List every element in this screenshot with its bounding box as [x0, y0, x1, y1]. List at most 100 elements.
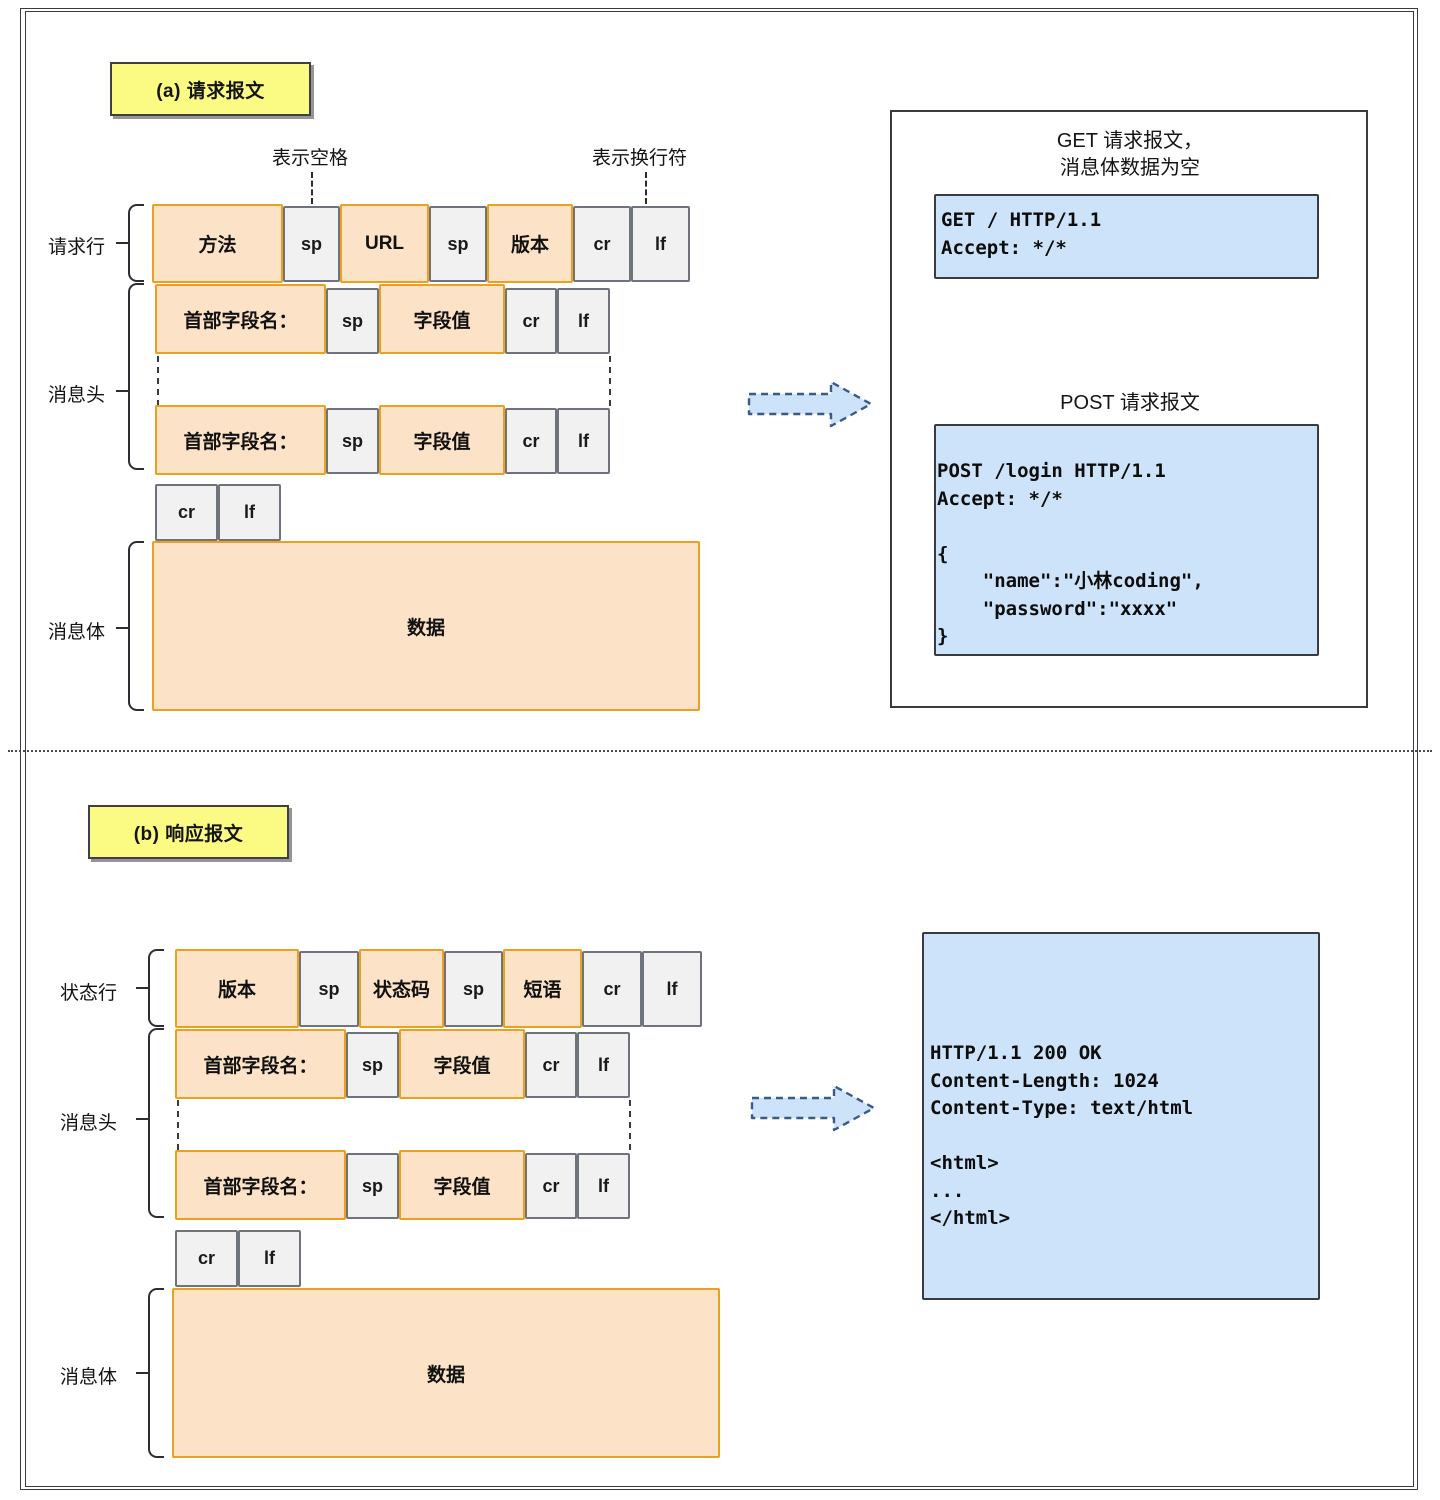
status-line-brace [148, 949, 164, 1027]
response-headers-repeat-dash-right [629, 1100, 631, 1150]
cell-text: cr [542, 1054, 560, 1075]
request-cell-method: 方法 [152, 204, 283, 283]
cell-text: cr [603, 978, 621, 999]
request-header2-field-name: 首部字段名： [155, 405, 326, 475]
cell-text: lf [578, 310, 589, 331]
cell-text: sp [318, 978, 340, 999]
cell-text: 方法 [198, 235, 237, 256]
response-body-brace [148, 1288, 164, 1458]
cell-text: 短语 [523, 980, 562, 1001]
response-cell-sp-1: sp [299, 951, 359, 1027]
post-example-code-text: POST /login HTTP/1.1 Accept: */* { "name… [937, 460, 1204, 648]
response-cell-version: 版本 [175, 949, 299, 1028]
response-example-code-box [922, 932, 1320, 1300]
request-header1-cr: cr [505, 288, 557, 354]
outer-frame-inner-border [25, 11, 1414, 1487]
request-header1-lf: lf [557, 288, 610, 354]
response-header2-lf: lf [577, 1153, 630, 1219]
section-a-title-badge: (a) 请求报文 [110, 62, 311, 116]
cell-text: cr [177, 502, 195, 522]
request-cell-cr: cr [573, 206, 631, 282]
response-body-label: 消息体 [60, 1367, 118, 1388]
cell-text: cr [197, 1248, 215, 1268]
cell-text: lf [666, 978, 678, 999]
cell-text: cr [522, 310, 540, 331]
request-line-brace-nub [116, 242, 128, 244]
post-example-caption: POST 请求报文 [1060, 392, 1200, 414]
section-b-title-text: (b) 响应报文 [133, 823, 244, 845]
cell-text: sp [341, 430, 363, 451]
space-annotation-label: 表示空格 [272, 148, 349, 169]
cell-text: 字段值 [433, 1176, 491, 1198]
response-header1-field-value: 字段值 [399, 1029, 525, 1099]
request-body-brace-nub [116, 627, 128, 629]
response-headers-brace-nub [136, 1118, 148, 1120]
cell-text: 版本 [510, 235, 549, 256]
request-header2-sp: sp [326, 408, 379, 474]
response-header2-cr: cr [525, 1153, 577, 1219]
request-blankline-lf: lf [218, 484, 281, 541]
request-headers-repeat-dash-left [157, 356, 159, 406]
cell-text: 首部字段名： [203, 1055, 318, 1077]
status-line-label: 状态行 [60, 983, 118, 1004]
request-body-data: 数据 [152, 541, 700, 711]
cell-text: lf [655, 233, 666, 254]
response-headers-brace [148, 1028, 164, 1218]
response-cell-status-code: 状态码 [359, 949, 444, 1028]
cell-text: 首部字段名： [183, 310, 298, 332]
response-header2-field-value: 字段值 [399, 1150, 525, 1220]
cell-text: 首部字段名： [183, 431, 298, 453]
cell-text: lf [244, 502, 255, 522]
get-example-caption: GET 请求报文， 消息体数据为空 [1056, 130, 1204, 179]
get-example-code-box [934, 194, 1319, 279]
cell-text: sp [447, 233, 469, 254]
cell-text: 数据 [426, 1364, 465, 1386]
request-headers-brace-nub [116, 390, 128, 392]
request-blankline-cr: cr [155, 484, 218, 541]
request-body-label: 消息体 [48, 622, 106, 643]
response-body-brace-nub [136, 1372, 148, 1374]
cell-text: lf [578, 430, 589, 451]
request-header2-lf: lf [557, 408, 610, 474]
request-cell-sp-1: sp [283, 206, 340, 282]
cell-text: sp [361, 1175, 383, 1196]
request-cell-lf: lf [631, 206, 690, 282]
response-header1-field-name: 首部字段名： [175, 1029, 346, 1099]
cell-text: 版本 [217, 980, 256, 1001]
cell-text: 字段值 [433, 1055, 491, 1077]
section-a-title-text: (a) 请求报文 [156, 80, 265, 102]
response-headers-repeat-dash-left [177, 1100, 179, 1150]
response-header2-field-name: 首部字段名： [175, 1150, 346, 1220]
section-b-title-badge: (b) 响应报文 [88, 805, 289, 859]
cell-text: cr [542, 1175, 560, 1196]
cell-text: 状态码 [372, 980, 430, 1001]
request-cell-sp-2: sp [429, 206, 487, 282]
request-body-brace [128, 541, 144, 711]
cell-text: sp [300, 233, 322, 254]
response-header2-sp: sp [346, 1153, 399, 1219]
cell-text: lf [598, 1054, 609, 1075]
response-cell-sp-2: sp [444, 951, 503, 1027]
response-header1-sp: sp [346, 1032, 399, 1098]
cell-text: 数据 [406, 617, 445, 639]
cell-text: cr [522, 430, 540, 451]
cell-text: sp [361, 1054, 383, 1075]
response-blankline-lf: lf [238, 1230, 301, 1287]
post-example-code-box [934, 424, 1319, 656]
cell-text: lf [598, 1175, 609, 1196]
request-header2-cr: cr [505, 408, 557, 474]
space-annotation-leader [311, 172, 313, 204]
response-cell-lf: lf [642, 951, 702, 1027]
response-blankline-cr: cr [175, 1230, 238, 1287]
request-headers-label: 消息头 [48, 385, 106, 406]
cell-text: lf [264, 1248, 275, 1268]
cell-text: cr [593, 233, 611, 254]
response-flow-arrow [748, 1082, 880, 1134]
cell-text: 字段值 [413, 431, 471, 453]
cell-text: 首部字段名： [203, 1176, 318, 1198]
cell-text: URL [364, 232, 405, 254]
response-cell-cr: cr [582, 951, 642, 1027]
cell-text: 字段值 [413, 310, 471, 332]
response-header1-lf: lf [577, 1032, 630, 1098]
response-body-data: 数据 [172, 1288, 720, 1458]
